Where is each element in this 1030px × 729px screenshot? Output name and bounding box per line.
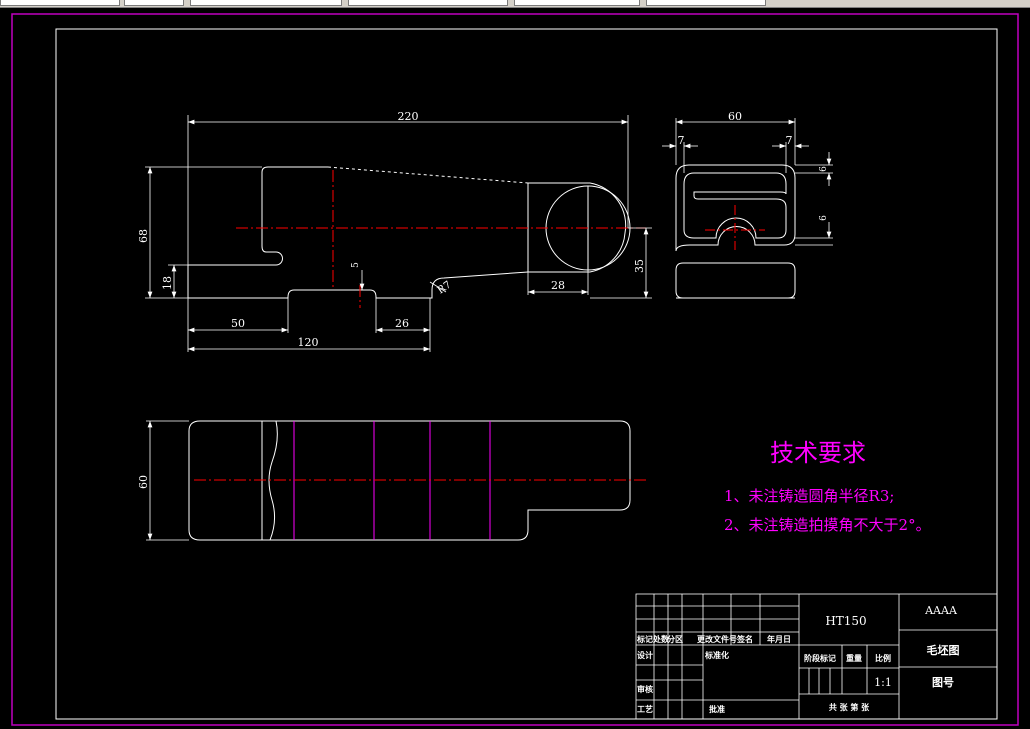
outer-border (11, 13, 1019, 726)
dim-fillet: R7 (436, 279, 454, 296)
toolbar-field[interactable] (124, 0, 184, 6)
toolbar-field[interactable] (348, 0, 508, 6)
dim-hook-depth: 5 (351, 262, 361, 268)
toolbar-field[interactable] (0, 0, 120, 6)
tb-approve: 批准 (709, 704, 725, 714)
dim-side-right: 7 (786, 134, 793, 147)
tb-material: HT150 (825, 614, 866, 628)
title-block (635, 593, 998, 720)
dim-pad-width: 26 (395, 317, 409, 330)
dim-plan-width: 60 (137, 475, 150, 489)
tb-process: 工艺 (637, 704, 653, 714)
tb-stage-label: 阶段标记 (804, 653, 836, 663)
toolbar-field[interactable] (514, 0, 640, 6)
dim-left-length: 50 (231, 317, 245, 330)
tb-sheets-label: 共 张 第 张 (829, 702, 870, 712)
tb-check: 审核 (637, 684, 653, 694)
tb-design: 设计 (637, 650, 653, 660)
tb-col-mark: 标记 (636, 634, 653, 644)
tb-scale-label: 比例 (875, 653, 891, 663)
cad-drawing-canvas[interactable]: 220 68 18 5 50 120 26 28 35 R7 (0, 8, 1030, 729)
dim-pad-length: 120 (298, 336, 319, 349)
toolbar-field[interactable] (646, 0, 766, 6)
technical-notes: 技术要求 1、未注铸造圆角半径R3; 2、未注铸造拍摸角不大于2°。 (724, 439, 931, 534)
dim-boss-width: 28 (551, 279, 565, 292)
dim-side-left: 7 (678, 134, 685, 147)
tb-col-date: 年月日 (767, 634, 791, 644)
tb-col-zone: 分区 (667, 634, 683, 644)
tb-drawing-number-label: 图号 (932, 676, 954, 689)
title-block-text: HT150 AAAA 毛坯图 图号 阶段标记 重量 比例 1:1 共 张 第 张… (636, 604, 960, 714)
side-view (675, 164, 796, 299)
front-dimension-texts: 220 68 18 5 50 120 26 28 35 R7 (137, 110, 646, 349)
dim-boss-height: 35 (633, 259, 646, 273)
toolbar (0, 0, 1030, 8)
inner-border (55, 28, 998, 720)
notes-line-1: 1、未注铸造圆角半径R3; (724, 487, 894, 505)
side-dimensions (662, 118, 833, 246)
dim-total-length: 220 (398, 110, 419, 123)
tb-standardize: 标准化 (704, 650, 729, 660)
toolbar-field[interactable] (190, 0, 342, 6)
tb-weight-label: 重量 (846, 653, 862, 663)
dim-side-width: 60 (728, 110, 742, 123)
dim-side-mid: 6 (819, 215, 829, 221)
tb-company: AAAA (924, 604, 958, 617)
plan-dimensions (146, 420, 189, 541)
dim-side-top: 6 (819, 166, 829, 172)
tb-scale-value: 1:1 (874, 676, 892, 689)
dim-height: 68 (137, 229, 150, 243)
notes-heading: 技术要求 (770, 439, 866, 467)
side-dimension-texts: 60 7 7 6 6 (678, 110, 830, 221)
tb-col-docno: 更改文件号 (697, 634, 737, 644)
side-centerlines (705, 205, 765, 250)
front-dimensions (145, 115, 652, 352)
tb-drawing-name: 毛坯图 (927, 643, 960, 657)
notes-line-2: 2、未注铸造拍摸角不大于2°。 (724, 516, 931, 534)
tb-col-sign: 签名 (736, 634, 753, 644)
dim-left-height: 18 (161, 276, 174, 290)
tb-col-count: 处数 (652, 634, 670, 644)
